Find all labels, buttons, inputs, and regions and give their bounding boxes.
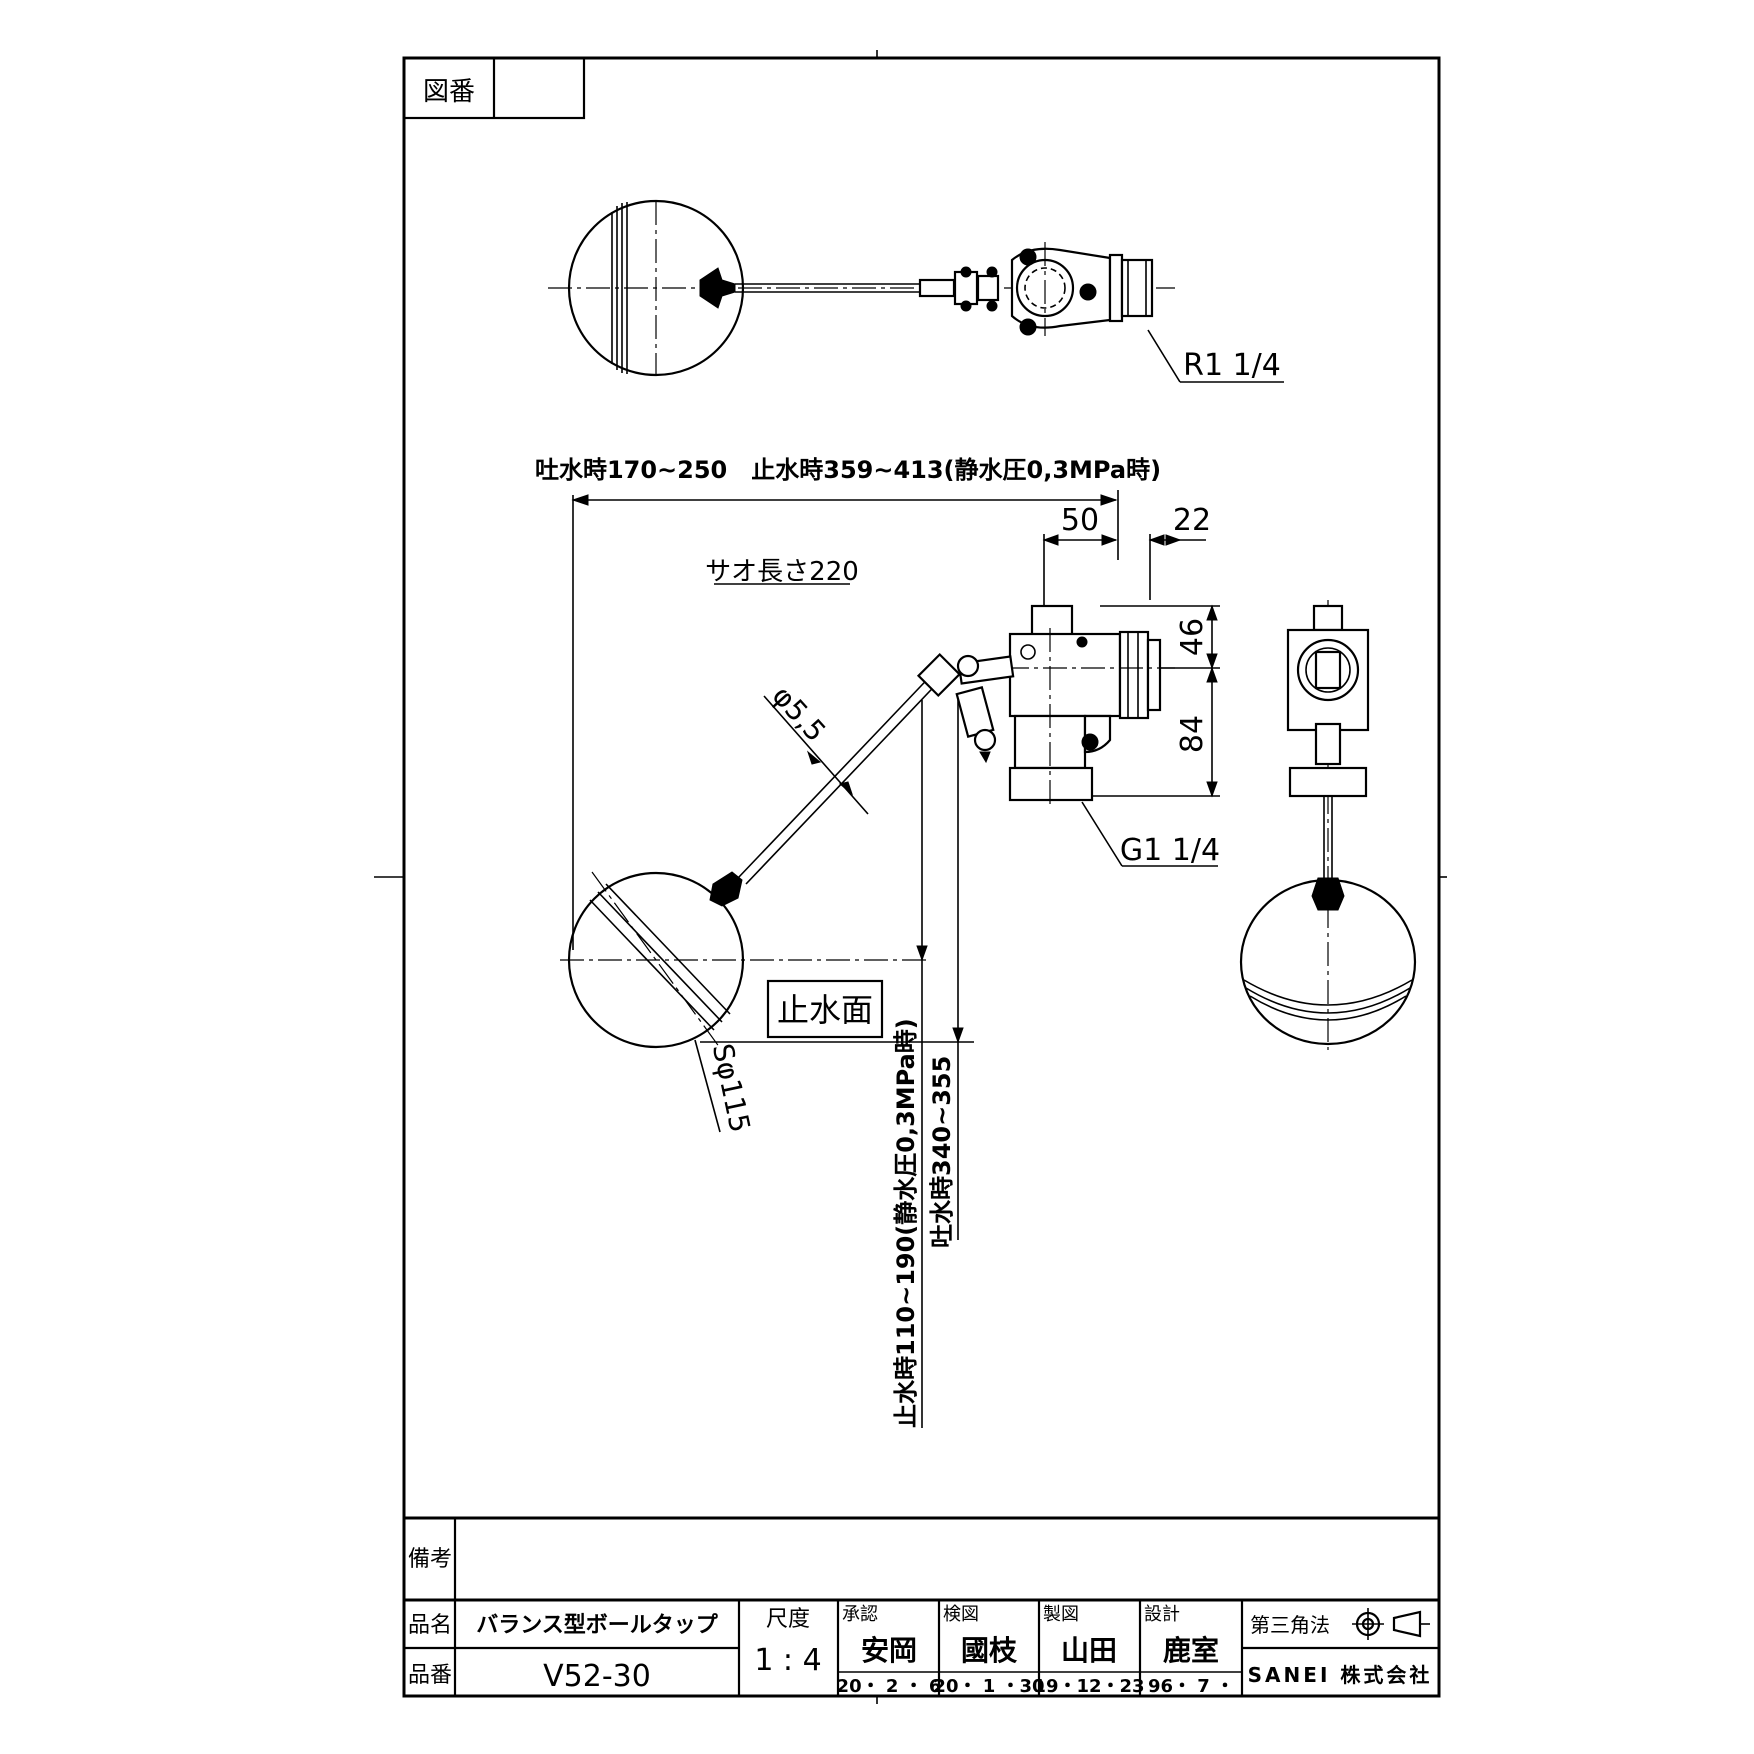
dim-rod-diameter: φ5,5	[766, 679, 833, 748]
inspection-label: 検図	[943, 1604, 979, 1625]
drafting-date: 19・12・23	[1033, 1676, 1144, 1697]
dim-horizontal-reach: 吐水時170~250 止水時359~413(静水圧0,3MPa時)	[535, 456, 1161, 484]
remarks-label: 備考	[408, 1547, 452, 1572]
approval-date: 20・ 2 ・ 6	[837, 1676, 942, 1697]
design-date: 96・ 7 ・	[1148, 1676, 1234, 1697]
product-name-label: 品名	[408, 1613, 452, 1638]
design-name: 鹿室	[1163, 1634, 1219, 1667]
dim-ball-diameter: Sφ115	[706, 1041, 757, 1136]
dim-22: 22	[1173, 503, 1211, 538]
float-ball-side	[1239, 878, 1417, 1046]
inspection-name: 國枝	[961, 1634, 1018, 1667]
third-angle-projection-icon	[1352, 1608, 1430, 1640]
dim-g1-1-4: G1 1/4	[1120, 833, 1220, 868]
dim-rod-length: サオ長さ220	[705, 557, 859, 587]
drafting-label: 製図	[1043, 1604, 1079, 1625]
drawing-number-box: 図番	[402, 56, 586, 120]
product-number-label: 品番	[408, 1663, 452, 1688]
drawing-frame	[374, 50, 1447, 1704]
dim-vertical-discharge: 吐水時340~355	[928, 1056, 956, 1248]
dim-vertical-stop: 止水時110~190(静水圧0,3MPa時)	[892, 1018, 920, 1428]
dim-46: 46	[1175, 618, 1210, 656]
inspection-date: 20・ 1 ・30	[933, 1676, 1044, 1697]
scale-value: 1 : 4	[754, 1643, 821, 1678]
projection-label: 第三角法	[1250, 1613, 1330, 1637]
scale-label: 尺度	[766, 1607, 810, 1632]
product-number: V52-30	[543, 1659, 651, 1694]
dim-84: 84	[1175, 715, 1210, 753]
water-stop-surface-label: 止水面	[777, 991, 873, 1029]
approval-name: 安岡	[861, 1634, 917, 1667]
title-block: 備考 品名 バランス型ボールタップ 品番 V52-30 尺度 1 : 4 承認 …	[404, 1516, 1439, 1697]
dim-50: 50	[1061, 503, 1099, 538]
top-view: R1 1/4	[548, 199, 1284, 383]
water-stop-surface-box	[766, 979, 884, 1039]
product-name: バランス型ボールタップ	[476, 1613, 719, 1638]
front-view: 吐水時170~250 止水時359~413(静水圧0,3MPa時) サオ長さ22…	[535, 456, 1220, 1428]
drawing-number-label: 図番	[423, 77, 475, 107]
company-name: SANEI 株式会社	[1248, 1663, 1433, 1687]
design-label: 設計	[1144, 1604, 1180, 1625]
approval-label: 承認	[842, 1604, 878, 1625]
drafting-name: 山田	[1061, 1634, 1117, 1667]
side-view	[1239, 600, 1417, 1050]
dim-r1-1-4: R1 1/4	[1183, 348, 1281, 383]
